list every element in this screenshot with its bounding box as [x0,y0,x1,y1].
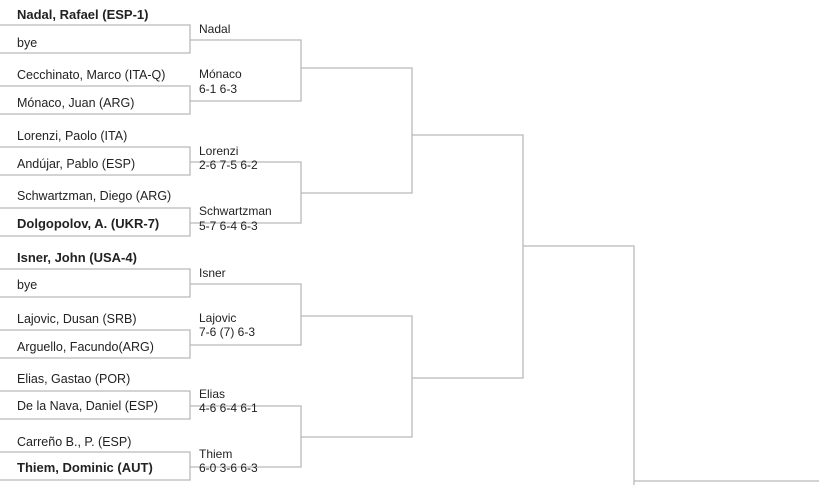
bracket-connector [0,85,191,115]
bracket-connector [0,390,191,420]
player-name: Arguello, Facundo(ARG) [17,340,154,354]
player-name: Cecchinato, Marco (ITA-Q) [17,68,166,82]
bracket-connector [412,134,524,379]
match-winner: Isner [199,266,226,280]
bracket-connector [523,245,635,485]
bracket-connector [0,329,191,359]
player-name: Nadal, Rafael (ESP-1) [17,7,149,22]
player-name: Andújar, Pablo (ESP) [17,157,136,171]
player-name: Mónaco, Juan (ARG) [17,96,135,110]
match-score: 6-0 3-6 6-3 [199,461,258,475]
match-winner: Thiem [199,447,233,461]
player-name: Dolgopolov, A. (UKR-7) [17,216,160,231]
player-name: De la Nava, Daniel (ESP) [17,399,159,413]
match-winner: Lajovic [199,311,237,325]
match-winner: Elias [199,387,226,401]
player-name: bye [17,36,38,50]
player-name: Isner, John (USA-4) [17,250,137,265]
player-name: bye [17,278,38,292]
match-score: 5-7 6-4 6-3 [199,219,258,233]
player-name: Lajovic, Dusan (SRB) [17,312,137,326]
match-winner: Nadal [199,22,231,36]
bracket-connector [0,268,191,298]
player-name: Schwartzman, Diego (ARG) [17,189,172,203]
bracket-connector [301,315,413,438]
bracket-connector [190,39,302,102]
match-winner: Lorenzi [199,144,239,158]
bracket-connector [0,451,191,481]
match-winner: Mónaco [199,67,242,81]
match-score: 4-6 6-4 6-1 [199,401,258,415]
player-name: Thiem, Dominic (AUT) [17,460,153,475]
bracket-connector [190,283,302,346]
bracket-connector [301,67,413,194]
player-name: Elias, Gastao (POR) [17,372,131,386]
bracket-connector [0,146,191,176]
match-winner: Schwartzman [199,204,272,218]
match-score: 6-1 6-3 [199,82,238,96]
player-name: Lorenzi, Paolo (ITA) [17,129,128,143]
bracket-connector [0,207,191,237]
match-score: 7-6 (7) 6-3 [199,325,256,339]
bracket-connector [0,24,191,54]
match-score: 2-6 7-5 6-2 [199,158,258,172]
player-name: Carreño B., P. (ESP) [17,435,132,449]
